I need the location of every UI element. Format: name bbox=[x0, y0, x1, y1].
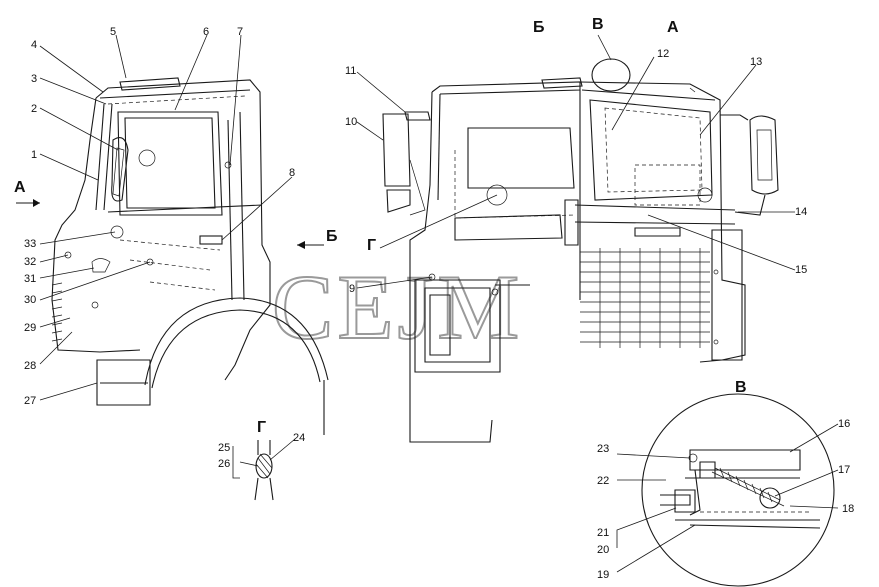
detail-g-title: Г bbox=[257, 419, 266, 436]
callout-5: 5 bbox=[110, 26, 116, 38]
callout-1: 1 bbox=[31, 149, 37, 161]
view-arrows: А Б Б В А Г В Г bbox=[14, 16, 747, 436]
callout-16: 16 bbox=[838, 418, 850, 430]
view-b-title: Б bbox=[533, 19, 545, 36]
callout-33: 33 bbox=[24, 238, 36, 250]
callout-25: 25 bbox=[218, 442, 230, 454]
callout-6: 6 bbox=[203, 26, 209, 38]
callout-22: 22 bbox=[597, 475, 609, 487]
callout-7: 7 bbox=[237, 26, 243, 38]
callout-18: 18 bbox=[842, 503, 854, 515]
callout-30: 30 bbox=[24, 294, 36, 306]
grille bbox=[580, 248, 710, 348]
callout-4: 4 bbox=[31, 39, 37, 51]
callout-11: 11 bbox=[345, 65, 356, 77]
view-b-arrow-label: Б bbox=[326, 228, 338, 245]
callout-12: 12 bbox=[657, 48, 669, 60]
cab-side-view bbox=[51, 77, 329, 435]
section-g-pointer: Г bbox=[367, 237, 376, 254]
callout-13: 13 bbox=[750, 56, 762, 68]
callout-8: 8 bbox=[289, 167, 295, 179]
callout-31: 31 bbox=[24, 273, 36, 285]
callout-19: 19 bbox=[597, 569, 609, 581]
detail-v-title: В bbox=[735, 379, 747, 396]
callout-29: 29 bbox=[24, 322, 36, 334]
callout-9: 9 bbox=[349, 283, 355, 295]
detail-v bbox=[641, 393, 835, 587]
view-a-arrow-label: А bbox=[14, 179, 26, 196]
callout-2: 2 bbox=[31, 103, 37, 115]
callout-28: 28 bbox=[24, 360, 36, 372]
callout-32: 32 bbox=[24, 256, 36, 268]
cab-front-view bbox=[541, 58, 779, 363]
view-a-title: А bbox=[667, 19, 679, 36]
callout-3: 3 bbox=[31, 73, 37, 85]
watermark: СЕЈМ bbox=[272, 256, 523, 358]
callout-20: 20 bbox=[597, 544, 609, 556]
callout-26: 26 bbox=[218, 458, 230, 470]
view-v-title: В bbox=[592, 16, 604, 33]
callout-27: 27 bbox=[24, 395, 36, 407]
cab-rear-view bbox=[382, 81, 581, 443]
callout-numbers: 1 2 3 4 5 6 7 8 9 10 11 12 13 14 15 16 1… bbox=[24, 26, 854, 581]
callout-21: 21 bbox=[597, 527, 609, 539]
callout-14: 14 bbox=[795, 206, 807, 218]
callout-10: 10 bbox=[345, 116, 357, 128]
callout-17: 17 bbox=[838, 464, 850, 476]
detail-g bbox=[254, 440, 274, 501]
callout-24: 24 bbox=[293, 432, 305, 444]
callout-15: 15 bbox=[795, 264, 807, 276]
leader-lines bbox=[39, 34, 839, 573]
callout-23: 23 bbox=[597, 443, 609, 455]
